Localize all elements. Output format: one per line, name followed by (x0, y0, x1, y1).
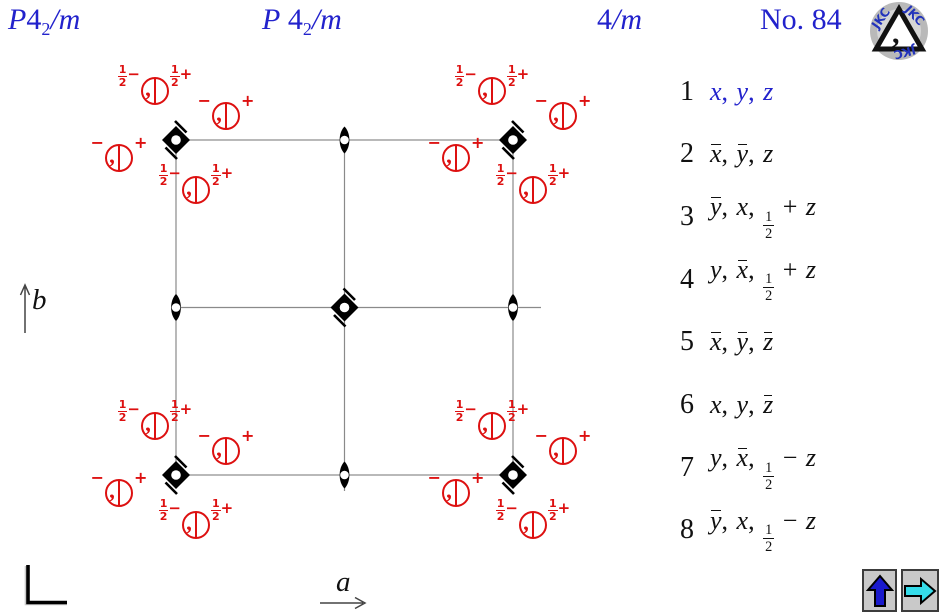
header-spacegroup-number: No. 84 (760, 3, 842, 36)
twofold-axis-symbol (171, 294, 181, 321)
a-axis-arrow (320, 596, 367, 610)
position-number: 7 (680, 451, 694, 483)
position-coordinates: x, y, z (710, 327, 774, 357)
logo-text: JKC (892, 42, 918, 62)
header-spacegroup-short: P42/m (8, 3, 81, 39)
twofold-axis-symbol (508, 294, 518, 321)
position-row-6: 6 x, y, z (660, 374, 773, 437)
fourfold-screw-axis-symbol (330, 287, 359, 328)
position-number: 3 (680, 200, 694, 232)
position-number: 4 (680, 263, 694, 295)
fourfold-screw-axis-symbol (162, 120, 190, 160)
position-number: 6 (680, 389, 694, 420)
position-number: 1 (680, 75, 694, 107)
position-row-1: 1 x, y, z (660, 60, 773, 123)
right-arrow-icon (904, 576, 937, 605)
twofold-axis-symbol (339, 461, 350, 489)
position-row-2: 2 x, y, z (660, 123, 773, 186)
position-coordinates: x, y, z (710, 139, 774, 169)
origin-corner-mark (26, 565, 67, 605)
position-number: 2 (680, 138, 694, 170)
position-number: 8 (680, 514, 694, 546)
logo-comma: , (892, 17, 900, 50)
nav-next-button[interactable] (901, 569, 939, 612)
fourfold-screw-axis-symbol (499, 120, 527, 160)
up-arrow-icon (865, 573, 894, 607)
header-spacegroup-full: P 42/m (262, 3, 342, 39)
origin-mark-shadow (24, 566, 67, 606)
position-row-5: 5 x, y, z (660, 311, 773, 374)
position-number: 5 (680, 326, 694, 358)
b-axis-arrow (19, 283, 31, 333)
position-coordinates: x, y, z (710, 390, 774, 419)
fourfold-screw-axis-symbol (499, 455, 527, 495)
header-point-group: 4/m (597, 3, 642, 36)
jkc-logo[interactable]: , JKC JKC JKC (866, 1, 932, 63)
fourfold-screw-axis-symbol (162, 455, 190, 495)
twofold-axis-symbol (339, 126, 350, 154)
position-coordinates: x, y, z (710, 76, 774, 106)
a-axis-label: a (336, 566, 351, 598)
nav-up-button[interactable] (862, 569, 897, 612)
cell-midlines (176, 140, 541, 491)
b-axis-label: b (32, 284, 47, 316)
logo-triangle (871, 3, 927, 52)
